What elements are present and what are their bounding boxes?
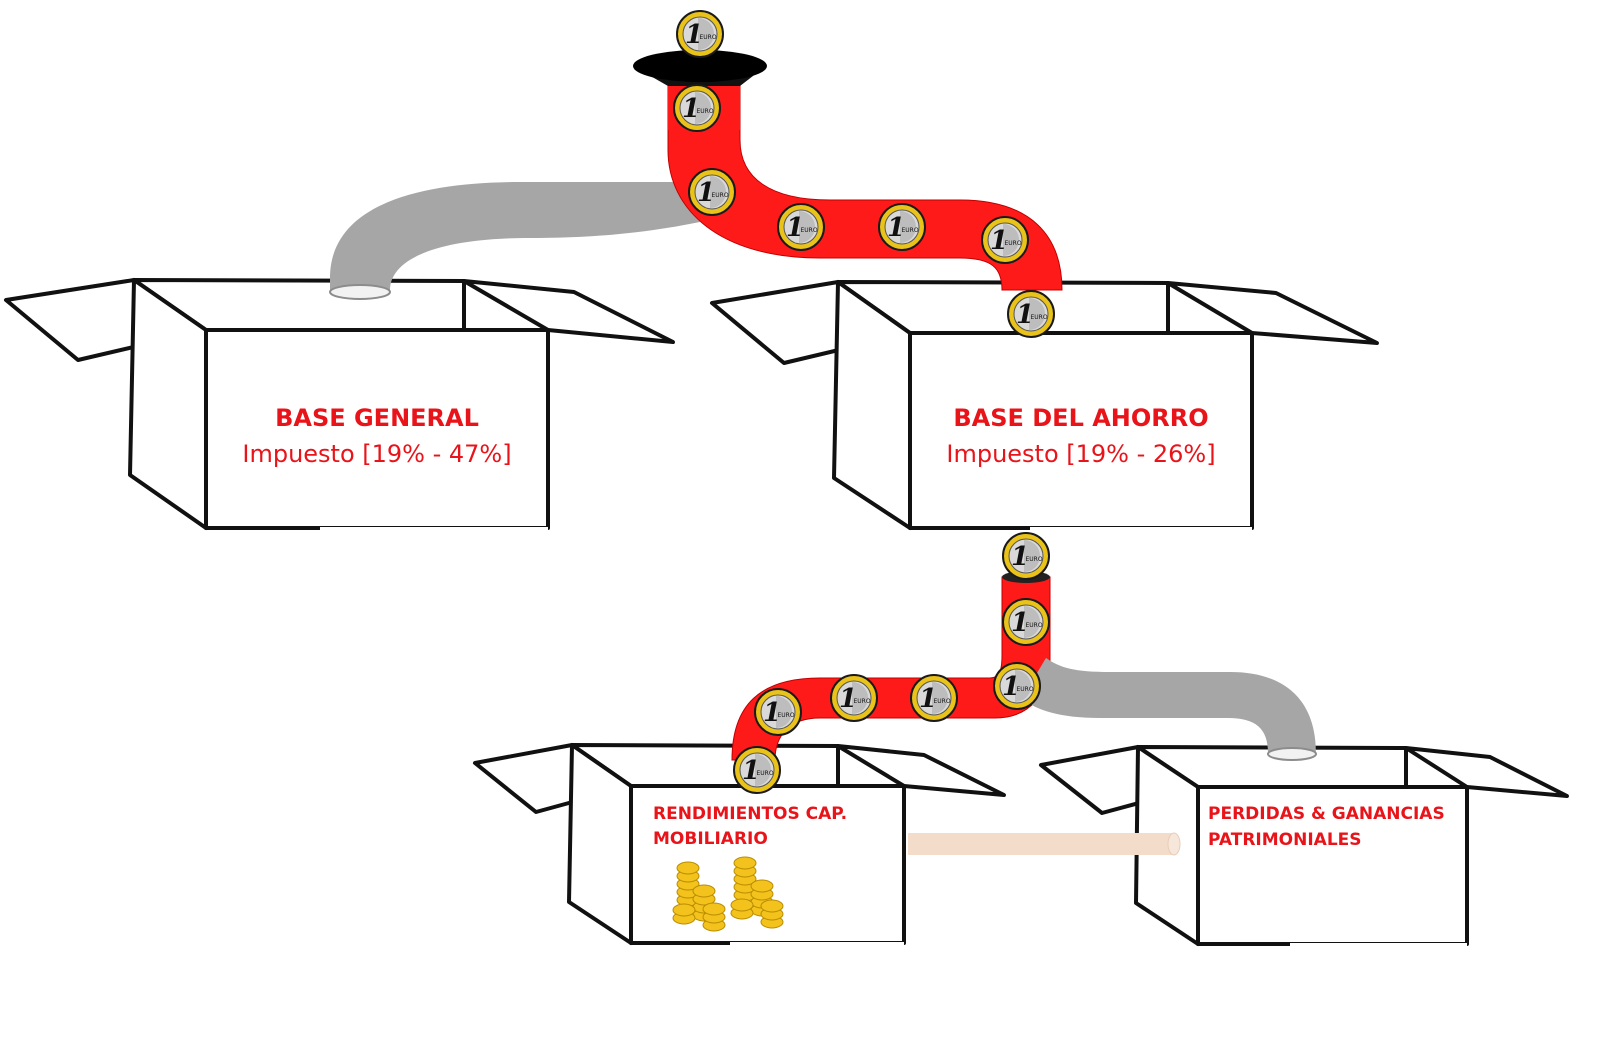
base-ahorro-title: BASE DEL AHORRO <box>953 404 1209 432</box>
euro-coin-icon <box>676 10 724 58</box>
euro-coin-icon <box>981 216 1029 264</box>
euro-coin-icon <box>993 662 1041 710</box>
pipe-to-base-general <box>330 182 700 292</box>
euro-coin-icon <box>1002 598 1050 646</box>
base-general-title: BASE GENERAL <box>275 404 479 432</box>
euro-coin-icon <box>673 84 721 132</box>
euro-coin-icon <box>878 203 926 251</box>
euro-coin-icon <box>688 168 736 216</box>
euro-coin-icon <box>754 688 802 736</box>
pipe-to-perdidas <box>1022 658 1316 753</box>
euro-coin-icon <box>1007 290 1055 338</box>
euro-coin-icon <box>777 203 825 251</box>
perdidas-title-line1: PERDIDAS & GANANCIAS <box>1208 804 1445 824</box>
pipe-to-base-ahorro <box>667 81 1063 291</box>
link-pipe <box>908 832 1181 856</box>
box-perdidas <box>1039 745 1569 946</box>
perdidas-title-line2: PATRIMONIALES <box>1208 830 1362 850</box>
rendimientos-title-line1: RENDIMIENTOS CAP. <box>653 804 848 824</box>
box-base-ahorro <box>710 280 1379 530</box>
rendimientos-title-line2: MOBILIARIO <box>653 829 768 849</box>
euro-coin-icon <box>830 674 878 722</box>
euro-coin-icon <box>733 746 781 794</box>
base-ahorro-tax: Impuesto [19% - 26%] <box>946 440 1216 468</box>
base-general-tax: Impuesto [19% - 47%] <box>242 440 512 468</box>
euro-coin-icon <box>910 674 958 722</box>
euro-coin-icon <box>1002 532 1050 580</box>
box-base-general <box>4 278 675 530</box>
